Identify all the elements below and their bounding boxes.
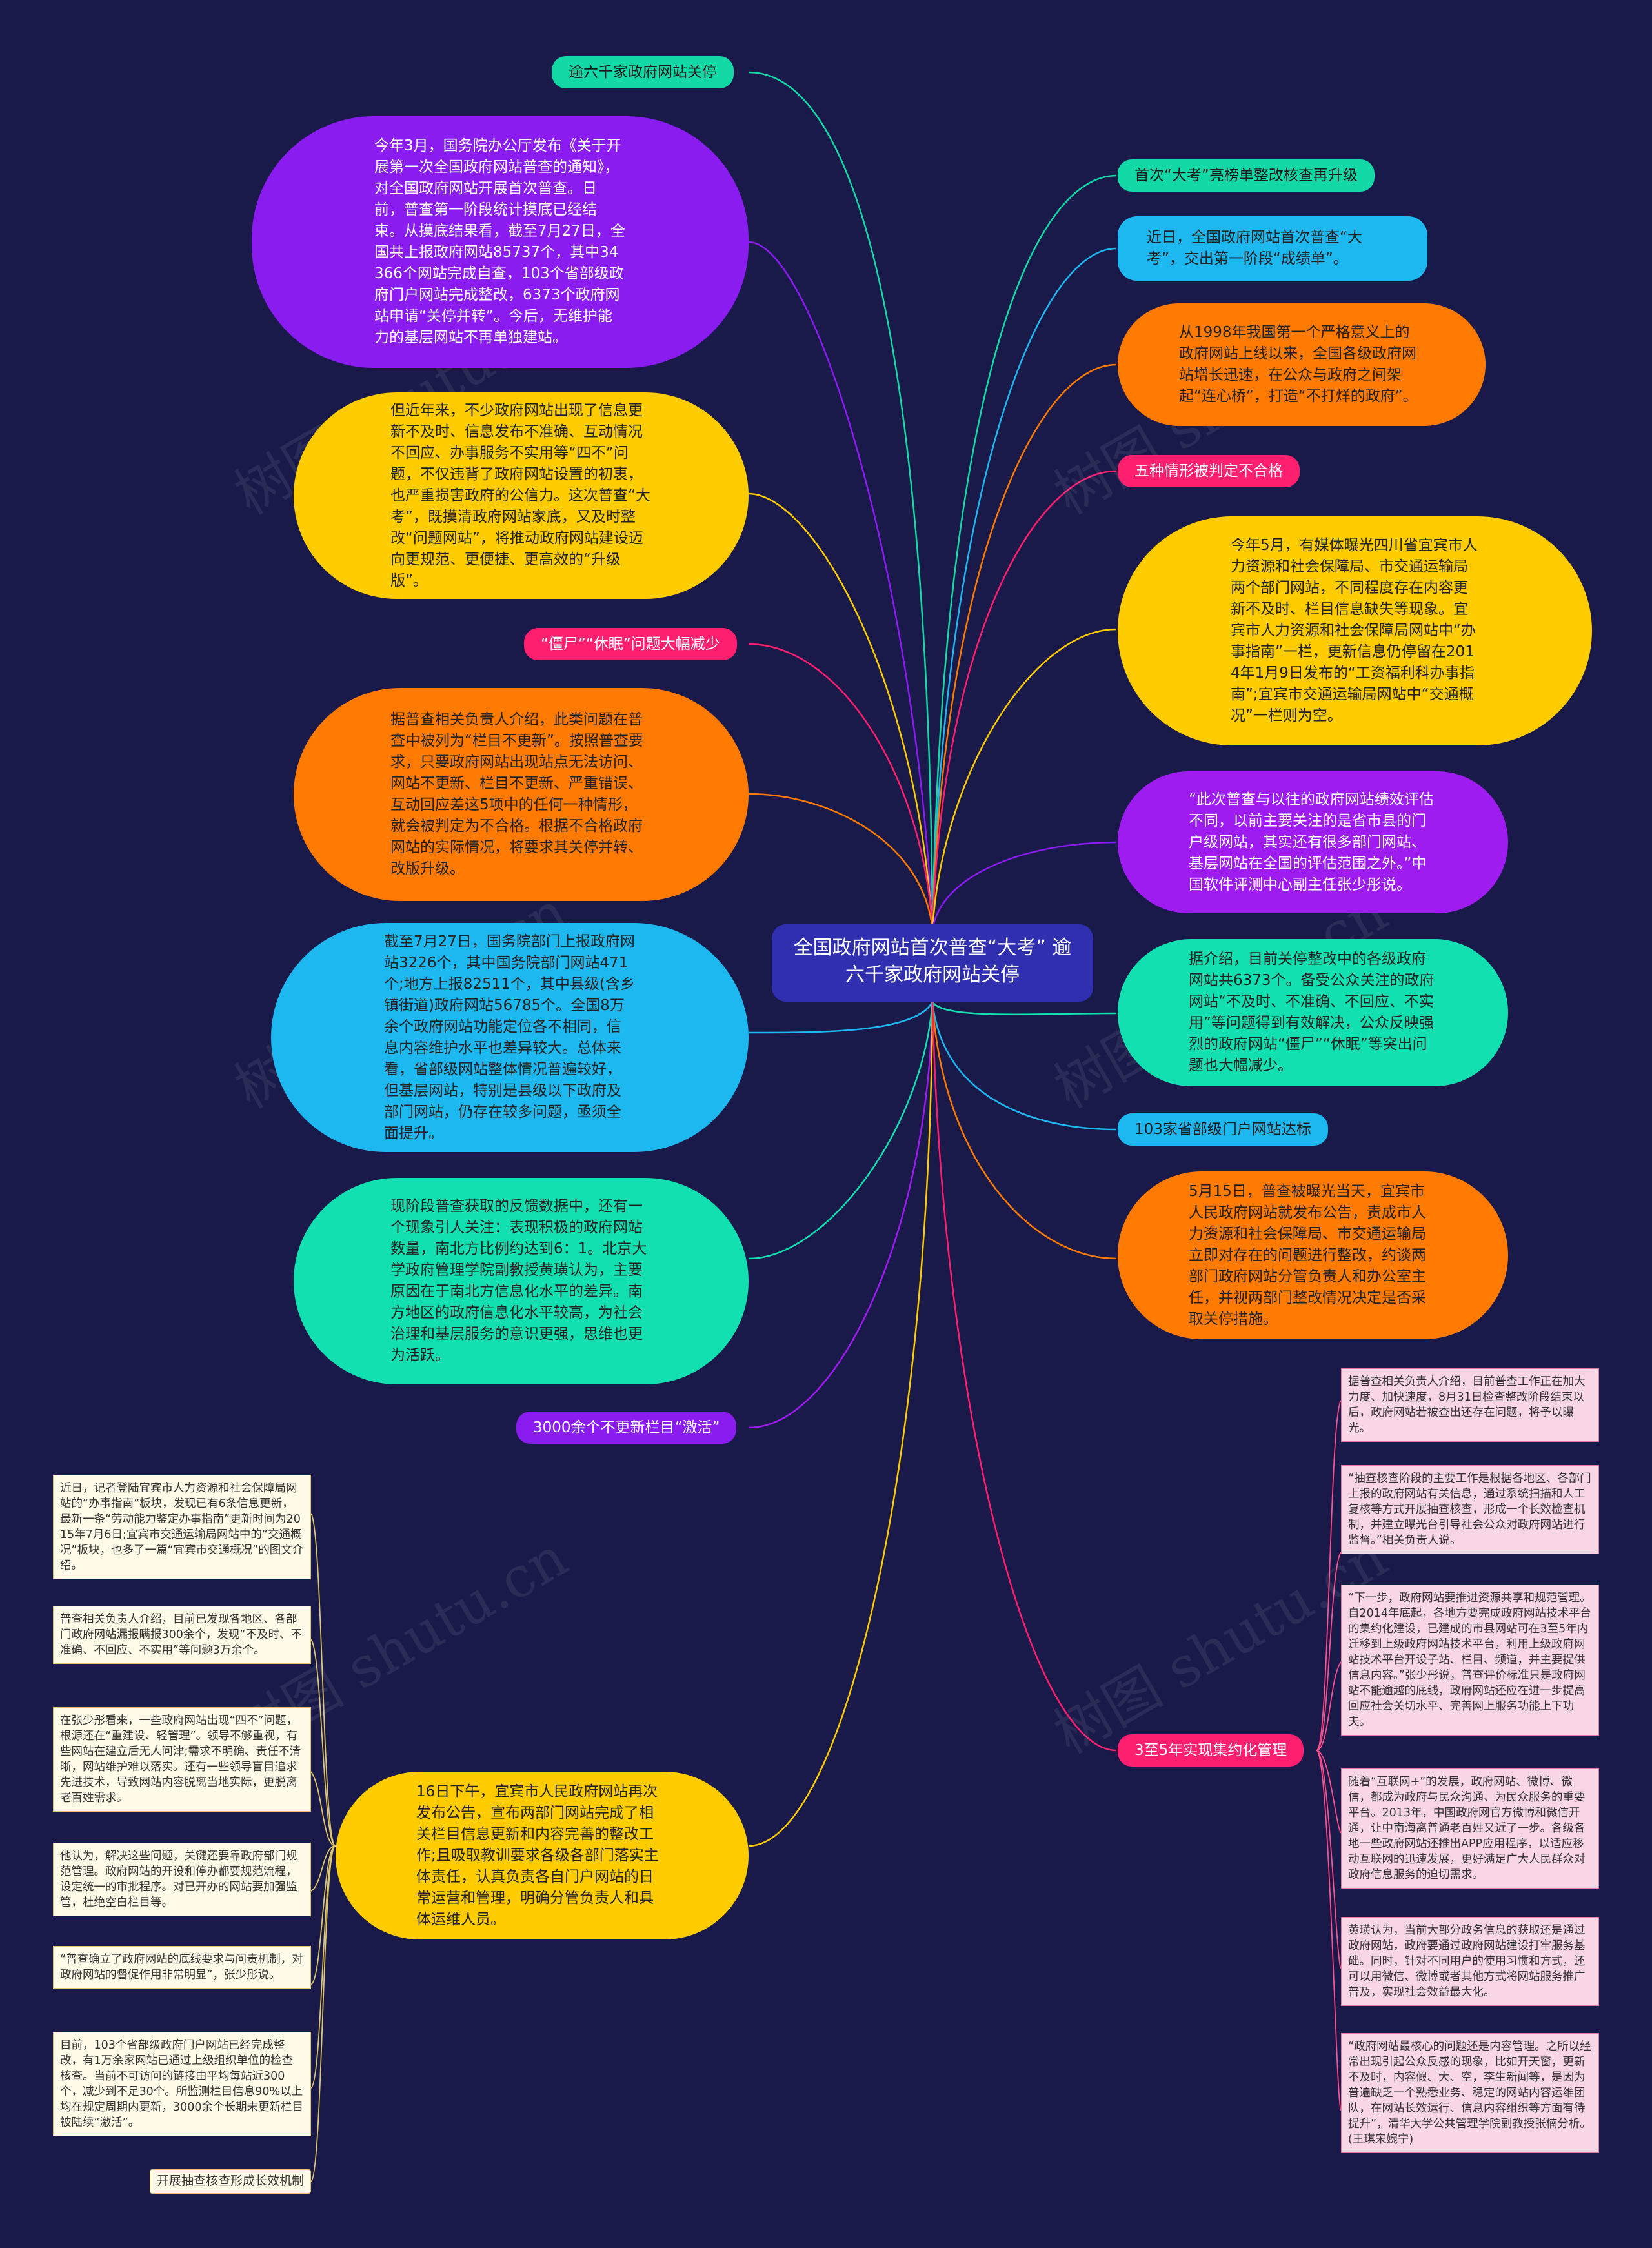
detail-note[interactable]: 普查相关负责人介绍，目前已发现各地区、各部门政府网站漏报瞒报300余个，发现“不… [53, 1606, 311, 1664]
topic-bubble[interactable]: 从1998年我国第一个严格意义上的政府网站上线以来，全国各级政府网站增长迅速，在… [1118, 303, 1486, 426]
link-n7 [748, 1001, 934, 1260]
topic-bubble[interactable]: 今年5月，有媒体曝光四川省宜宾市人力资源和社会保障局、市交通运输局两个部门网站，… [1118, 516, 1592, 745]
topic-bubble[interactable]: 现阶段普查获取的反馈数据中，还有一个现象引人关注：表现积极的政府网站数量，南北方… [294, 1178, 749, 1384]
link-n10 [931, 174, 1117, 930]
link-n11 [931, 247, 1117, 930]
detail-note[interactable]: “普查确立了政府网站的底线要求与问责机制，对政府网站的督促作用非常明显”，张少彤… [53, 1946, 311, 1989]
topic-node[interactable]: 103家省部级门户网站达标 [1118, 1113, 1328, 1146]
topic-bubble[interactable]: 近日，全国政府网站首次普查“大考”，交出第一阶段“成绩单”。 [1118, 216, 1427, 281]
link-n19 [931, 1001, 1117, 1752]
link-n16 [931, 1001, 1117, 1015]
detail-note[interactable]: 据普查相关负责人介绍，目前普查工作正在加大力度、加快速度，8月31日检查整改阶段… [1341, 1368, 1599, 1442]
link-n13 [931, 470, 1117, 930]
link-n1 [748, 71, 934, 930]
topic-bubble[interactable]: “此次普查与以往的政府网站绩效评估不同，以前主要关注的是省市县的门户级网站，其实… [1118, 771, 1508, 913]
topic-bubble[interactable]: 截至7月27日，国务院部门上报政府网站3226个，其中国务院部门网站471个;地… [271, 923, 749, 1152]
detail-note[interactable]: 目前，103个省部级政府门户网站已经完成整改，有1万余家网站已通过上级组织单位的… [53, 2032, 311, 2136]
topic-bubble[interactable]: 今年3月，国务院办公厅发布《关于开展第一次全国政府网站普查的通知》，对全国政府网… [252, 116, 749, 368]
link-n14 [931, 628, 1117, 930]
link-n9 [748, 1001, 934, 1847]
link-n4 [748, 643, 934, 930]
link-n6 [748, 1001, 934, 1034]
detail-note[interactable]: “下一步，政府网站要推进资源共享和规范管理。自2014年底起，各地方要完成政府网… [1341, 1585, 1599, 1736]
link-n5 [748, 793, 934, 930]
topic-node[interactable]: 3000余个不更新栏目“激活” [516, 1412, 737, 1444]
topic-node[interactable]: 首次“大考”亮榜单整改核查再升级 [1118, 159, 1375, 192]
detail-note[interactable]: 他认为，解决这些问题，关键还要靠政府部门规范管理。政府网站的开设和停办都要规范流… [53, 1843, 311, 1916]
detail-note[interactable]: 近日，记者登陆宜宾市人力资源和社会保障局网站的“办事指南”板块，发现已有6条信息… [53, 1475, 311, 1579]
topic-bubble[interactable]: 据介绍，目前关停整改中的各级政府网站共6373个。备受公众关注的政府网站“不及时… [1118, 939, 1508, 1086]
topic-node[interactable]: 五种情形被判定不合格 [1118, 455, 1300, 487]
topic-bubble[interactable]: 但近年来，不少政府网站出现了信息更新不及时、信息发布不准确、互动情况不回应、办事… [294, 392, 749, 599]
topic-bubble[interactable]: 据普查相关负责人介绍，此类问题在普查中被列为“栏目不更新”。按照普查要求，只要政… [294, 688, 749, 901]
topic-bubble[interactable]: 16日下午，宜宾市人民政府网站再次发布公告，宣布两部门网站完成了相关栏目信息更新… [336, 1772, 749, 1939]
detail-note[interactable]: 在张少彤看来，一些政府网站出现“四不”问题，根源还在“重建设、轻管理”。领导不够… [53, 1707, 311, 1812]
detail-note[interactable]: 开展抽查核查形成长效机制 [150, 2169, 312, 2194]
link-n15 [931, 841, 1117, 930]
link-n17 [931, 1001, 1117, 1131]
detail-note[interactable]: “政府网站最核心的问题还是内容管理。之所以经常出现引起公众反感的现象，比如开天窗… [1341, 2033, 1599, 2153]
link-n3 [748, 492, 934, 930]
link-n2 [748, 241, 934, 930]
central-topic[interactable]: 全国政府网站首次普查“大考” 逾六千家政府网站关停 [772, 924, 1093, 1002]
link-n12 [931, 363, 1117, 930]
detail-note[interactable]: “抽查核查阶段的主要工作是根据各地区、各部门上报的政府网站有关信息，通过系统扫描… [1341, 1465, 1599, 1554]
link-n18 [931, 1001, 1117, 1260]
topic-node[interactable]: 逾六千家政府网站关停 [552, 56, 734, 88]
detail-note[interactable]: 黄璜认为，当前大部分政务信息的获取还是通过政府网站，政府要通过政府网站建设打牢服… [1341, 1917, 1599, 2006]
topic-node[interactable]: “僵尸”“休眠”问题大幅减少 [524, 628, 737, 660]
link-n8 [748, 1001, 934, 1429]
detail-note[interactable]: 随着“互联网+”的发展，政府网站、微博、微信，都成为政府与民众沟通、为民众服务的… [1341, 1768, 1599, 1889]
topic-bubble[interactable]: 5月15日，普查被曝光当天，宜宾市人民政府网站就发布公告，责成市人力资源和社会保… [1118, 1171, 1508, 1339]
topic-node[interactable]: 3至5年实现集约化管理 [1118, 1734, 1304, 1767]
